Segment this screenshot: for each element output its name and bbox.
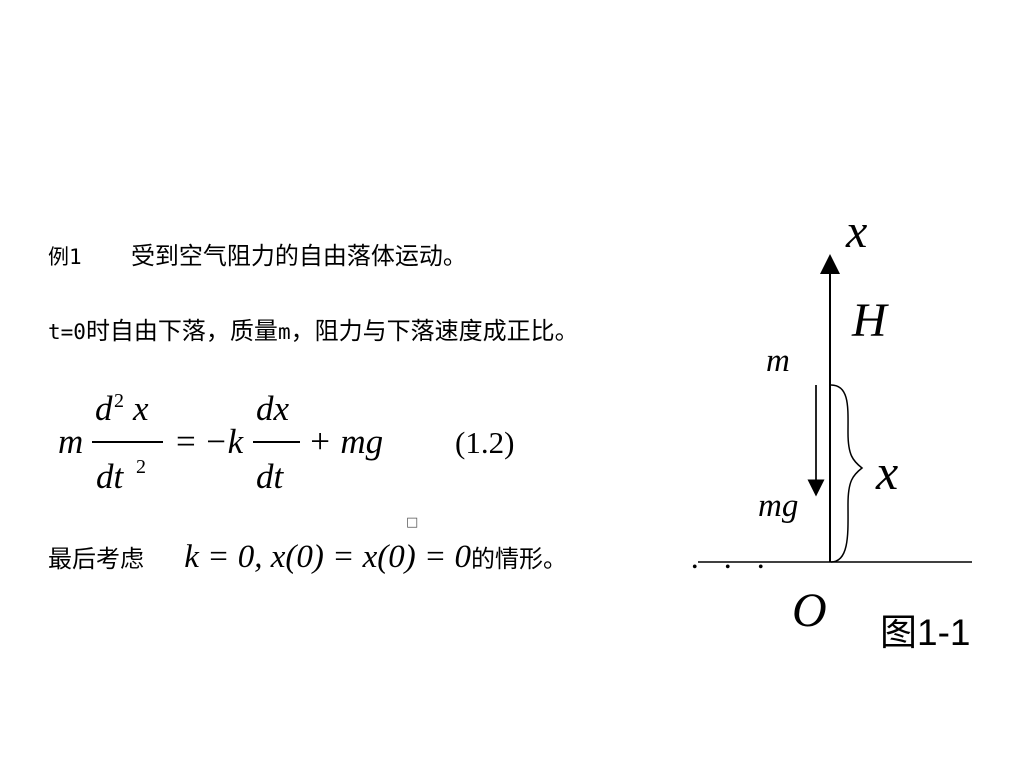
mass-label-m: m: [766, 343, 790, 379]
condition-middle-text: 时自由下落，质量: [85, 317, 278, 345]
condition-suffix-text: ，阻力与下落速度成正比。: [290, 317, 579, 345]
small-placeholder-symbol: □: [406, 515, 419, 530]
example-description: 受到空气阻力的自由落体运动。: [130, 242, 467, 270]
final-condition-line: 最后考虑 k = 0, x(0) = x(0) = 0的情形。: [48, 541, 567, 574]
equation-square-denominator: 2: [136, 456, 146, 478]
differential-equation: m d 2 x dt 2 = −k dx dt + mg (1.2): [58, 389, 514, 496]
example-title: 例1 受到空气阻力的自由落体运动。: [48, 244, 467, 268]
equation-equals: =: [176, 422, 196, 461]
equation-plus-mg: + mg: [308, 422, 383, 461]
time-condition: t=0: [48, 320, 86, 344]
dotted-ground-continuation: ．．．: [689, 546, 800, 574]
brace-label-x: x: [875, 444, 898, 500]
weight-label-mg: mg: [758, 488, 798, 524]
mass-symbol: m: [277, 320, 291, 344]
figure-caption: 图1-1: [880, 612, 971, 653]
consider-expression: k = 0, x(0) = x(0) = 0: [184, 539, 471, 575]
equation-number: (1.2): [455, 425, 514, 460]
example-label: 例1: [48, 245, 82, 269]
height-brace: [830, 384, 864, 563]
consider-prefix: 最后考虑: [48, 545, 144, 573]
equation-minus-k: −k: [204, 422, 245, 461]
axis-label-x: x: [845, 205, 867, 258]
equation-dt: dt: [256, 457, 285, 496]
free-fall-diagram: x H m mg x O: [698, 205, 972, 637]
height-label-H: H: [851, 294, 889, 347]
origin-label-O: O: [792, 584, 827, 637]
consider-suffix: 的情形。: [471, 545, 567, 573]
equation-square-numerator: 2: [114, 390, 124, 412]
equation-x-numerator: x: [132, 389, 149, 428]
equation-dx: dx: [256, 389, 290, 428]
equation-m-left: m: [58, 422, 83, 461]
equation-d-numerator: d: [95, 389, 113, 428]
initial-condition-line: t=0时自由下落，质量m，阻力与下落速度成正比。: [48, 319, 579, 343]
equation-dt-denominator: dt: [96, 457, 125, 496]
